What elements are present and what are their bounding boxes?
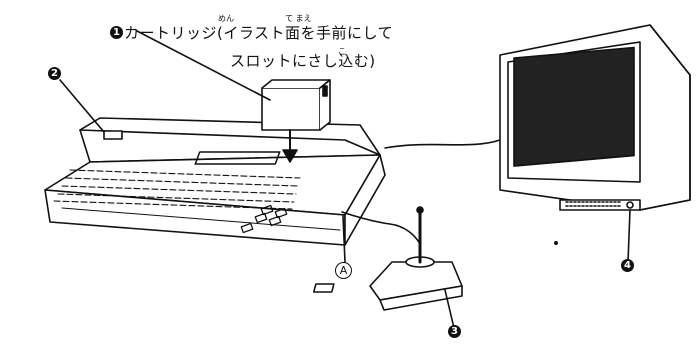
leader-monitor (627, 209, 631, 263)
marker-power: 2 (48, 67, 61, 80)
cursor-keys (240, 204, 288, 234)
ruby-temae: て まえ (285, 14, 312, 23)
insert-arrow (282, 129, 298, 163)
keyboard-keys (53, 169, 301, 210)
leader-power (59, 79, 105, 133)
computer-console (44, 117, 386, 246)
leader-port (342, 215, 346, 263)
marker-cartridge: 1 (110, 26, 123, 39)
monitor-drawing (499, 24, 691, 211)
caption-line-2: スロットにさし込む) (230, 52, 376, 70)
leader-cartridge (136, 30, 271, 101)
ruby-men: めん (218, 14, 234, 23)
caption-line-1: カートリッジ(イラスト面を手前にして (124, 24, 394, 42)
marker-monitor: 4 (621, 259, 634, 272)
marker-joystick: 3 (448, 325, 461, 338)
ruby-komu: こ (338, 47, 346, 56)
cartridge-drawing (261, 79, 331, 131)
joystick-cable (341, 211, 421, 245)
marker-port: A (335, 262, 352, 279)
leader-joystick (444, 289, 455, 329)
joystick-drawing (312, 206, 463, 311)
